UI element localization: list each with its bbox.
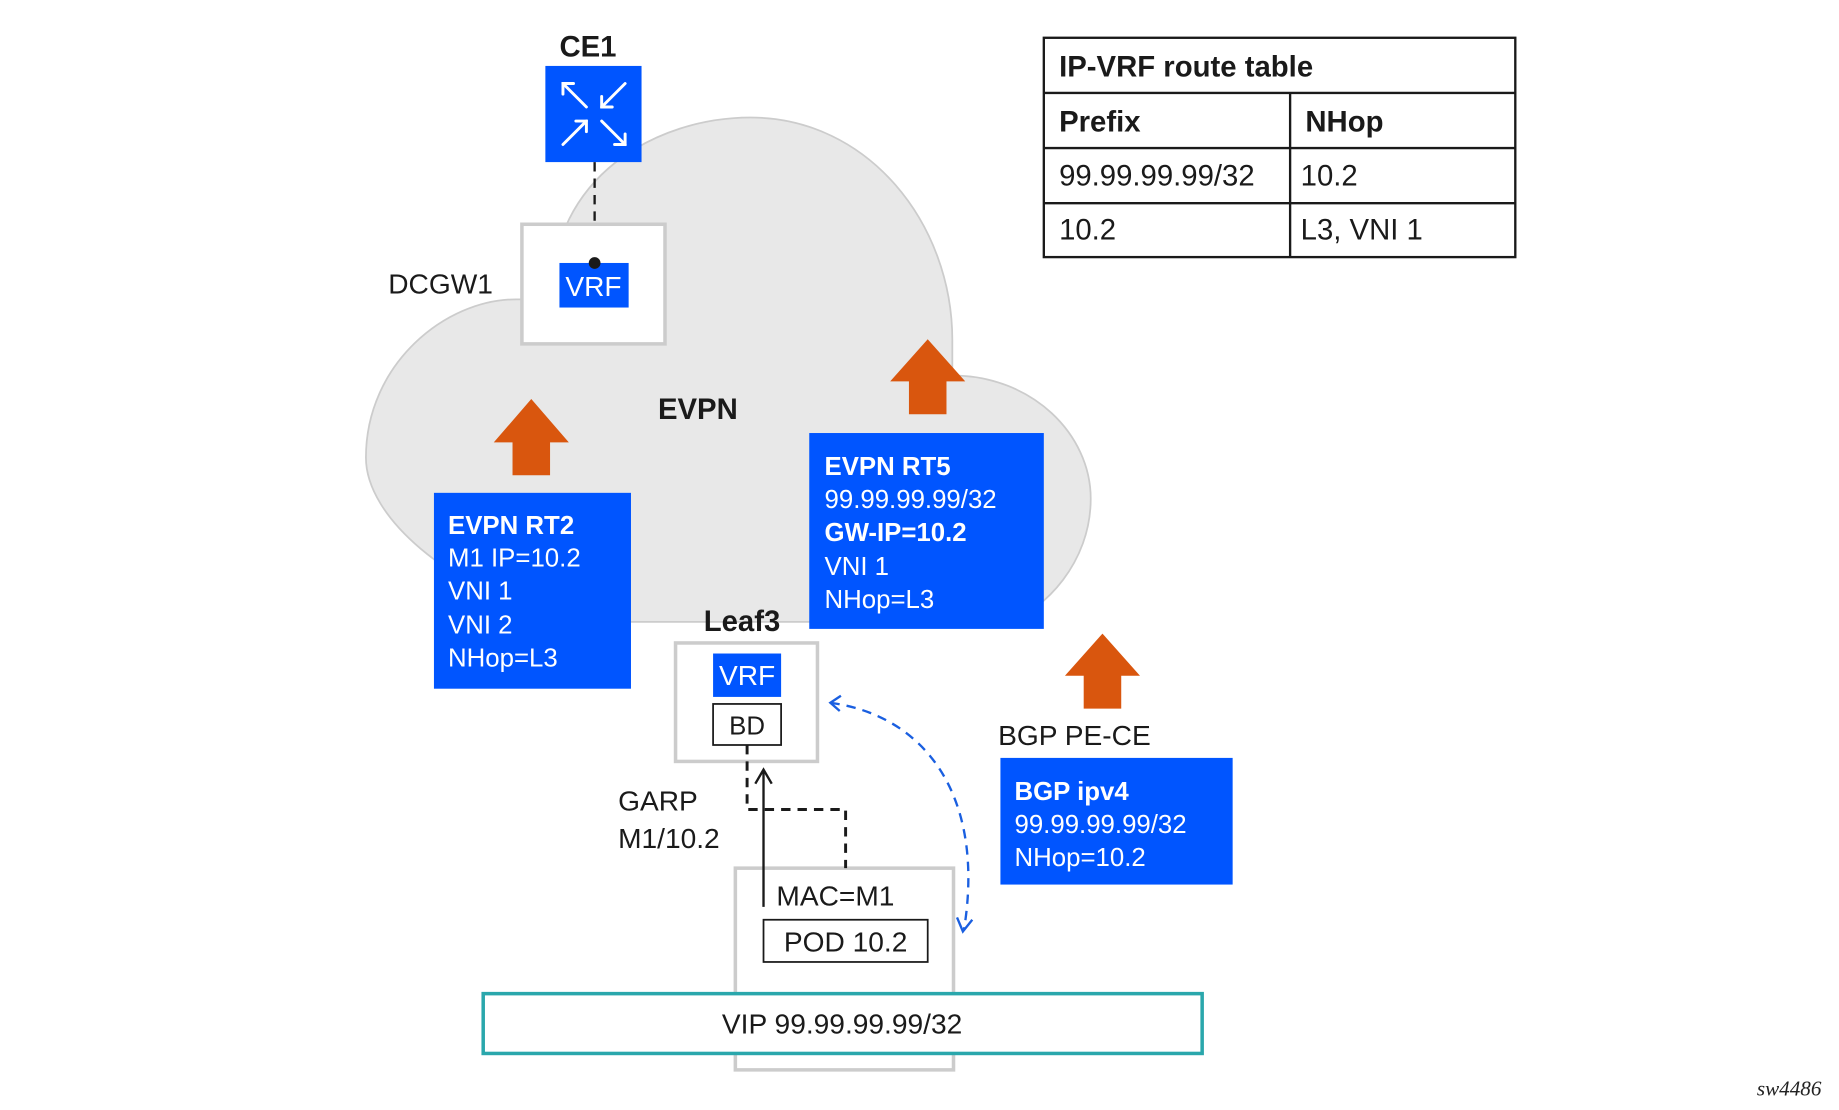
leaf3-label: Leaf3: [704, 605, 781, 638]
dcgw1-vrf[interactable]: [559, 262, 629, 308]
leaf3-bd-label: BD: [729, 712, 765, 740]
garp-arrow: [754, 767, 773, 907]
bgp-pe-ce-label: BGP PE-CE: [998, 720, 1151, 751]
up-arrow-icon: [1064, 633, 1140, 709]
dcgw1-vrf-label: VRF: [565, 271, 621, 302]
vrf-attach-dot: [588, 257, 601, 269]
rt2-line: M1 IP=10.2: [448, 545, 581, 573]
rt5-prefix: 99.99.99.99/32: [825, 486, 997, 514]
evpn-rt2-box: EVPN RT2 M1 IP=10.2 VNI 1 VNI 2 NHop=L3: [433, 492, 631, 689]
vip-bar[interactable]: [481, 991, 1204, 1056]
pod-mac: MAC=M1: [776, 881, 894, 912]
garp-label: GARP: [618, 786, 698, 817]
route-table-title: IP-VRF route table: [1059, 50, 1313, 83]
bd-pod-link: [745, 744, 848, 869]
router-icon[interactable]: [545, 65, 642, 163]
pod-label: POD 10.2: [784, 926, 908, 957]
bgp-line: NHop=10.2: [1014, 844, 1145, 872]
garp-mac-ip: M1/10.2: [618, 823, 720, 854]
cloud-label: EVPN: [658, 393, 738, 426]
leaf3-vrf-label: VRF: [719, 660, 775, 691]
dcgw1-label: DCGW1: [388, 268, 493, 299]
vip-label: VIP 99.99.99.99/32: [722, 1009, 962, 1040]
rt2-line: VNI 1: [448, 578, 513, 606]
pod-box[interactable]: [762, 918, 929, 963]
rt2-line: VNI 2: [448, 612, 513, 640]
rt2-line: NHop=L3: [448, 644, 558, 672]
leaf3-bd[interactable]: [712, 703, 782, 746]
rt5-line: NHop=L3: [825, 586, 935, 614]
ce1-label: CE1: [559, 31, 616, 64]
route-table-header-prefix: Prefix: [1059, 106, 1141, 139]
rt5-line: VNI 1: [825, 553, 890, 581]
route-table-header-nhop: NHop: [1305, 106, 1383, 139]
rt5-title: EVPN RT5: [825, 453, 951, 481]
route-table-cell: 99.99.99.99/32: [1059, 160, 1255, 193]
up-arrow-icon: [890, 339, 966, 415]
bgp-ipv4-box: BGP ipv4 99.99.99.99/32 NHop=10.2: [1000, 757, 1233, 885]
route-table-cell: 10.2: [1301, 160, 1358, 193]
rt2-title: EVPN RT2: [448, 512, 574, 540]
bgp-session-arrow: [828, 694, 974, 934]
figure-id: sw4486: [1757, 1077, 1822, 1101]
leaf3-vrf[interactable]: [713, 653, 782, 697]
rt5-gw-ip: GW-IP=10.2: [825, 519, 967, 547]
evpn-rt5-box: EVPN RT5 99.99.99.99/32 GW-IP=10.2 VNI 1…: [809, 433, 1044, 629]
bgp-title: BGP ipv4: [1014, 778, 1129, 806]
route-table-cell: L3, VNI 1: [1301, 214, 1423, 247]
ip-vrf-route-table: IP-VRF route table Prefix NHop 99.99.99.…: [1042, 36, 1517, 259]
bgp-line: 99.99.99.99/32: [1014, 811, 1186, 839]
route-table-cell: 10.2: [1059, 214, 1116, 247]
